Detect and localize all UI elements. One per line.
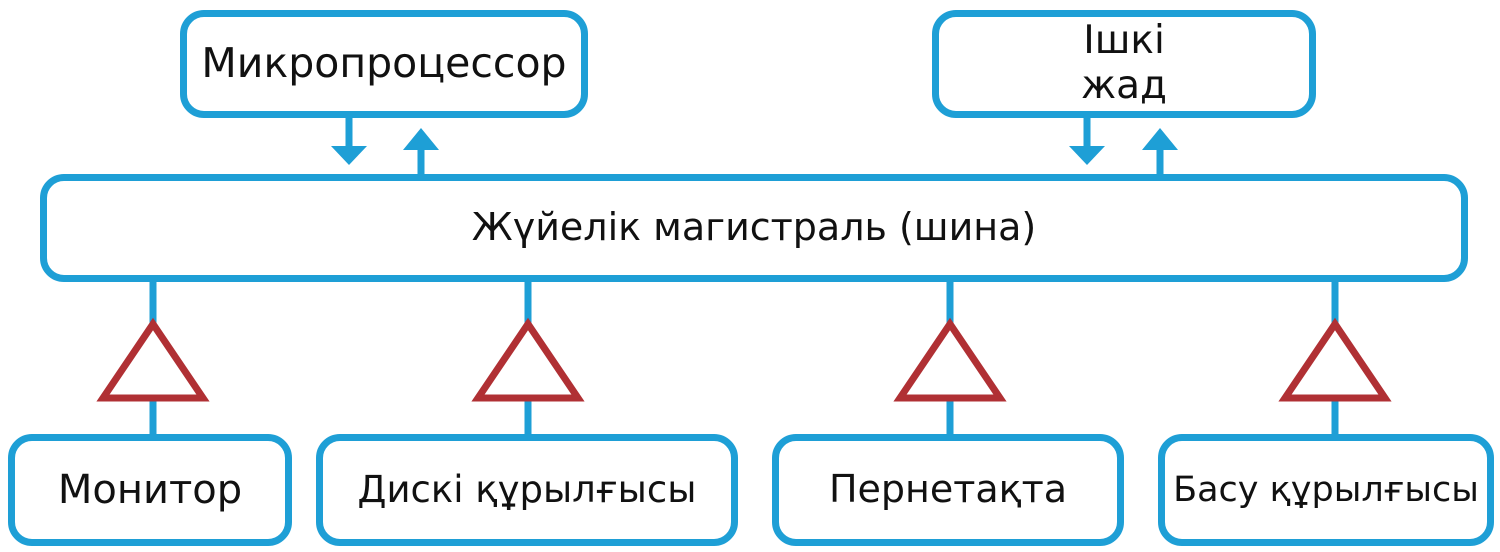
adapter-triangle (96, 317, 210, 402)
device-connector-monitor (96, 282, 210, 436)
adapter-triangle (1278, 317, 1392, 402)
disk-device-box: Дискі құрылғысы (316, 434, 738, 546)
monitor-box: Монитор (8, 434, 292, 546)
keyboard-label: Пернетақта (828, 467, 1068, 512)
memory-down-arrow-head (1069, 146, 1105, 165)
device-connector-printer (1278, 282, 1392, 436)
internal-memory-box: Ішкі жад (932, 10, 1316, 118)
monitor-label: Монитор (57, 467, 243, 513)
microprocessor-box: Микропроцессор (180, 10, 588, 118)
memory-bus-arrows (1069, 118, 1178, 176)
cpu-up-arrow-head (403, 128, 439, 150)
printing-device-label: Басу құрылғысы (1173, 469, 1479, 510)
system-bus-box: Жүйелік магистраль (шина) (40, 174, 1468, 282)
system-bus-label: Жүйелік магистраль (шина) (471, 205, 1037, 250)
adapter-triangle (471, 317, 585, 402)
adapter-triangle (893, 317, 1007, 402)
keyboard-box: Пернетақта (772, 434, 1124, 546)
cpu-bus-arrows (331, 118, 439, 176)
cpu-down-arrow-head (331, 146, 367, 165)
disk-device-label: Дискі құрылғысы (357, 467, 697, 511)
microprocessor-label: Микропроцессор (201, 39, 567, 88)
printing-device-box: Басу құрылғысы (1158, 434, 1494, 546)
device-connector-keyboard (893, 282, 1007, 436)
memory-up-arrow-head (1142, 128, 1178, 150)
internal-memory-label: Ішкі жад (1081, 18, 1167, 108)
device-connector-disk (471, 282, 585, 436)
